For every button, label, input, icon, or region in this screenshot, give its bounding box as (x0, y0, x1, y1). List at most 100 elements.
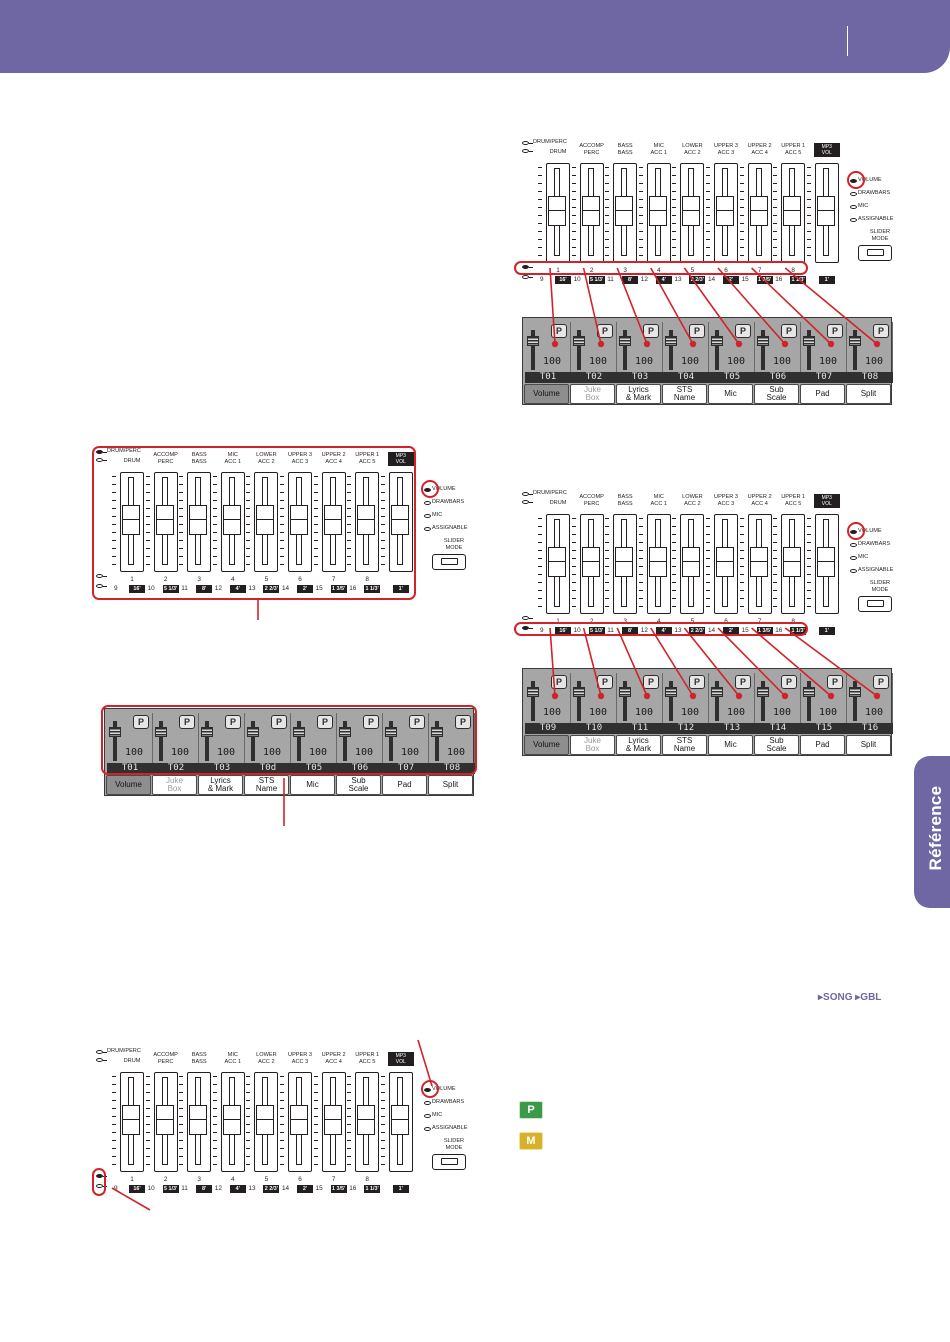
lcd-slider-knob[interactable] (849, 687, 861, 697)
slider-track[interactable] (288, 1072, 312, 1172)
slider-knob[interactable] (548, 547, 566, 577)
play-badge[interactable]: P (689, 324, 705, 338)
slider-knob[interactable] (682, 547, 701, 577)
slider-track[interactable] (714, 163, 738, 263)
slider-track[interactable] (355, 1072, 380, 1172)
slider-knob[interactable] (390, 1105, 409, 1135)
play-badge[interactable]: P (551, 324, 567, 338)
lcd-slider-knob[interactable] (757, 687, 769, 697)
lcd-tab-2[interactable]: Lyrics& Mark (616, 735, 661, 755)
lcd-slider-knob[interactable] (573, 687, 585, 697)
slider-track[interactable] (321, 472, 346, 572)
slider-knob[interactable] (716, 547, 734, 577)
slider-knob[interactable] (290, 505, 308, 535)
slider-knob[interactable] (749, 547, 768, 577)
lcd-slider-knob[interactable] (665, 687, 677, 697)
slider-knob[interactable] (648, 196, 667, 226)
play-badge[interactable]: P (597, 675, 613, 689)
lcd-tab-4[interactable]: Mic (708, 384, 753, 404)
play-badge[interactable]: P (597, 324, 613, 338)
slider-track[interactable] (187, 472, 212, 572)
lcd-slider-knob[interactable] (527, 687, 539, 697)
slider-track[interactable] (646, 163, 671, 263)
slider-track[interactable] (355, 472, 380, 572)
slider-knob[interactable] (122, 1105, 140, 1135)
slider-knob[interactable] (323, 1105, 342, 1135)
lcd-slider-knob[interactable] (849, 336, 861, 346)
slider-track[interactable] (288, 472, 312, 572)
lcd-slider-knob[interactable] (339, 727, 351, 737)
play-badge[interactable]: P (873, 675, 889, 689)
slider-track[interactable] (814, 163, 839, 263)
slider-knob[interactable] (256, 1105, 275, 1135)
lcd-tab-6[interactable]: Pad (800, 384, 845, 404)
play-badge[interactable]: P (551, 675, 567, 689)
lcd-tab-4[interactable]: Mic (290, 775, 335, 795)
slider-track[interactable] (153, 1072, 178, 1172)
slider-track[interactable] (747, 163, 772, 263)
lcd-tab-2[interactable]: Lyrics& Mark (198, 775, 243, 795)
slider-track[interactable] (714, 514, 738, 614)
slider-track[interactable] (254, 472, 279, 572)
lcd-slider-knob[interactable] (711, 687, 723, 697)
slider-knob[interactable] (783, 196, 802, 226)
play-badge[interactable]: P (643, 324, 659, 338)
play-badge[interactable]: P (133, 715, 149, 729)
slider-knob[interactable] (390, 505, 409, 535)
play-badge[interactable]: P (827, 675, 843, 689)
lcd-slider-knob[interactable] (619, 687, 631, 697)
slider-track[interactable] (254, 1072, 279, 1172)
slider-track[interactable] (153, 472, 178, 572)
slider-track[interactable] (613, 514, 638, 614)
play-badge[interactable]: P (225, 715, 241, 729)
play-badge[interactable]: P (179, 715, 195, 729)
slider-track[interactable] (120, 1072, 144, 1172)
play-badge[interactable]: P (409, 715, 425, 729)
mode-mic[interactable]: MIC (424, 1112, 494, 1124)
lcd-slider-knob[interactable] (201, 727, 213, 737)
slider-track[interactable] (120, 472, 144, 572)
lcd-tab-7[interactable]: Split (846, 384, 891, 404)
slider-knob[interactable] (290, 1105, 308, 1135)
lcd-tab-6[interactable]: Pad (800, 735, 845, 755)
slider-track[interactable] (321, 1072, 346, 1172)
play-badge[interactable]: P (643, 675, 659, 689)
mode-drawbars[interactable]: DRAWBARS (424, 1099, 494, 1111)
lcd-slider-knob[interactable] (527, 336, 539, 346)
slider-knob[interactable] (155, 1105, 174, 1135)
lcd-tab-2[interactable]: Lyrics& Mark (616, 384, 661, 404)
play-badge[interactable]: P (363, 715, 379, 729)
play-badge[interactable]: P (873, 324, 889, 338)
slider-knob[interactable] (615, 547, 634, 577)
mode-assignable[interactable]: ASSIGNABLE (850, 567, 920, 579)
